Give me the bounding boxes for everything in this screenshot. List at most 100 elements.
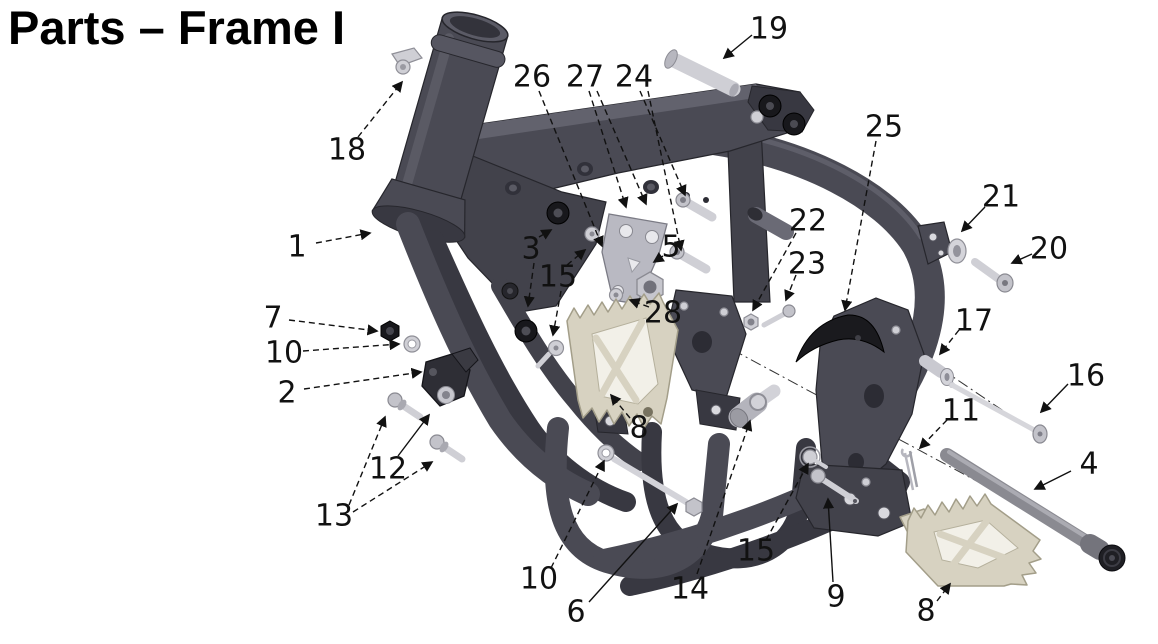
head-tube bbox=[371, 11, 509, 243]
callout-13-14: 13 bbox=[315, 415, 434, 534]
washer-10a bbox=[403, 335, 421, 353]
callout-20-22: 20 bbox=[1010, 232, 1068, 267]
leader-line bbox=[609, 393, 631, 419]
leader-line bbox=[841, 140, 877, 312]
callout-number: 6 bbox=[566, 595, 585, 630]
callout-number: 16 bbox=[1067, 359, 1105, 394]
callout-number: 24 bbox=[615, 60, 653, 95]
leader-line bbox=[302, 339, 401, 352]
callout-number: 15 bbox=[539, 260, 577, 295]
cotter-pin-11 bbox=[900, 448, 919, 491]
callout-number: 21 bbox=[982, 180, 1020, 215]
leader-line bbox=[936, 582, 952, 602]
callout-number: 15 bbox=[737, 534, 775, 569]
callout-4-3: 4 bbox=[1033, 447, 1099, 490]
callout-9-9: 9 bbox=[822, 497, 846, 615]
callout-11-12: 11 bbox=[918, 394, 980, 450]
shock-clevis bbox=[747, 85, 815, 136]
bracket-bolt-28 bbox=[608, 287, 624, 303]
callout-10-11: 10 bbox=[520, 459, 605, 597]
callout-28-30: 28 bbox=[628, 296, 682, 331]
callout-19-21: 19 bbox=[722, 12, 788, 60]
callout-number: 10 bbox=[520, 562, 558, 597]
bolt-20 bbox=[971, 258, 1014, 293]
callout-number: 19 bbox=[750, 12, 788, 47]
leader-line bbox=[647, 90, 685, 252]
leader-line bbox=[628, 298, 650, 309]
engine-mount-clamp-2 bbox=[421, 347, 479, 407]
rubber-damper-3b bbox=[514, 319, 538, 343]
callout-number: 26 bbox=[513, 60, 551, 95]
swingarm-axle-4 bbox=[940, 448, 1126, 572]
brake-rod-16 bbox=[949, 382, 1048, 444]
leader-line bbox=[1033, 470, 1072, 490]
callout-number: 4 bbox=[1079, 447, 1098, 482]
callout-number: 27 bbox=[566, 60, 604, 95]
leader-line bbox=[960, 206, 986, 233]
callout-number: 1 bbox=[287, 230, 306, 265]
callout-number: 14 bbox=[671, 572, 709, 607]
callout-25-27: 25 bbox=[841, 110, 903, 312]
washer-10b bbox=[597, 444, 615, 462]
countersunk-bolt-15c bbox=[535, 339, 565, 369]
callout-number: 8 bbox=[916, 594, 935, 629]
callout-12-13: 12 bbox=[369, 413, 431, 487]
nut-7 bbox=[380, 320, 400, 342]
footpeg-left bbox=[566, 292, 679, 429]
callout-15-17: 15 bbox=[737, 462, 809, 569]
chain-slider-25 bbox=[795, 314, 885, 363]
socket-bolt-24a bbox=[675, 192, 717, 222]
leader-line bbox=[1010, 253, 1033, 265]
long-bolt-6 bbox=[611, 456, 703, 517]
leader-line bbox=[588, 90, 629, 209]
callout-5-4: 5 bbox=[652, 230, 681, 265]
callout-16-18: 16 bbox=[1039, 359, 1105, 414]
callout-8-8: 8 bbox=[916, 582, 952, 629]
callout-number: 23 bbox=[788, 247, 826, 282]
leader-line bbox=[1039, 383, 1069, 414]
leader-line bbox=[566, 248, 587, 266]
callout-10-10: 10 bbox=[265, 336, 401, 371]
spacer-17 bbox=[919, 355, 954, 386]
leader-line bbox=[938, 329, 960, 356]
exploded-parts bbox=[380, 47, 1126, 587]
leader-line bbox=[315, 229, 372, 244]
flange-bolt-12 bbox=[387, 392, 424, 421]
callout-number: 25 bbox=[865, 110, 903, 145]
cup-washer-21 bbox=[947, 238, 967, 264]
callout-layer: 1234567889101011121314151516171819202122… bbox=[263, 12, 1105, 630]
leader-line bbox=[722, 34, 753, 60]
callout-number: 13 bbox=[315, 499, 353, 534]
leader-line bbox=[288, 319, 379, 336]
callout-6-5: 6 bbox=[566, 502, 679, 630]
callout-3-2: 3 bbox=[521, 229, 553, 308]
callout-26-28: 26 bbox=[513, 60, 604, 248]
callout-14-15: 14 bbox=[671, 419, 753, 607]
leader-line bbox=[588, 502, 679, 603]
callout-number: 28 bbox=[644, 296, 682, 331]
shock-pin-19 bbox=[664, 49, 741, 97]
leader-line bbox=[752, 232, 797, 312]
stub-tube bbox=[747, 207, 794, 240]
clevis-pin-9 bbox=[810, 468, 859, 504]
callout-2-1: 2 bbox=[277, 367, 423, 411]
callout-22-24: 22 bbox=[752, 204, 827, 312]
leader-line bbox=[303, 367, 423, 390]
callout-18-20: 18 bbox=[328, 80, 404, 168]
callout-number: 8 bbox=[629, 411, 648, 446]
flange-bolt-13 bbox=[429, 434, 466, 463]
socket-screw-dark bbox=[501, 282, 519, 300]
steering-stop-bolt-18 bbox=[391, 47, 423, 75]
callout-17-19: 17 bbox=[938, 304, 993, 356]
callout-number: 2 bbox=[277, 376, 296, 411]
callout-number: 5 bbox=[661, 230, 680, 265]
leader-line bbox=[639, 90, 687, 197]
leader-line bbox=[357, 80, 404, 138]
beam-bosses bbox=[505, 162, 709, 203]
rubber-damper-3a bbox=[546, 201, 570, 225]
callout-21-23: 21 bbox=[960, 180, 1020, 233]
bolt-23 bbox=[761, 304, 796, 328]
callout-1-0: 1 bbox=[287, 229, 372, 265]
callout-7-6: 7 bbox=[263, 301, 379, 336]
leader-line bbox=[765, 462, 809, 541]
